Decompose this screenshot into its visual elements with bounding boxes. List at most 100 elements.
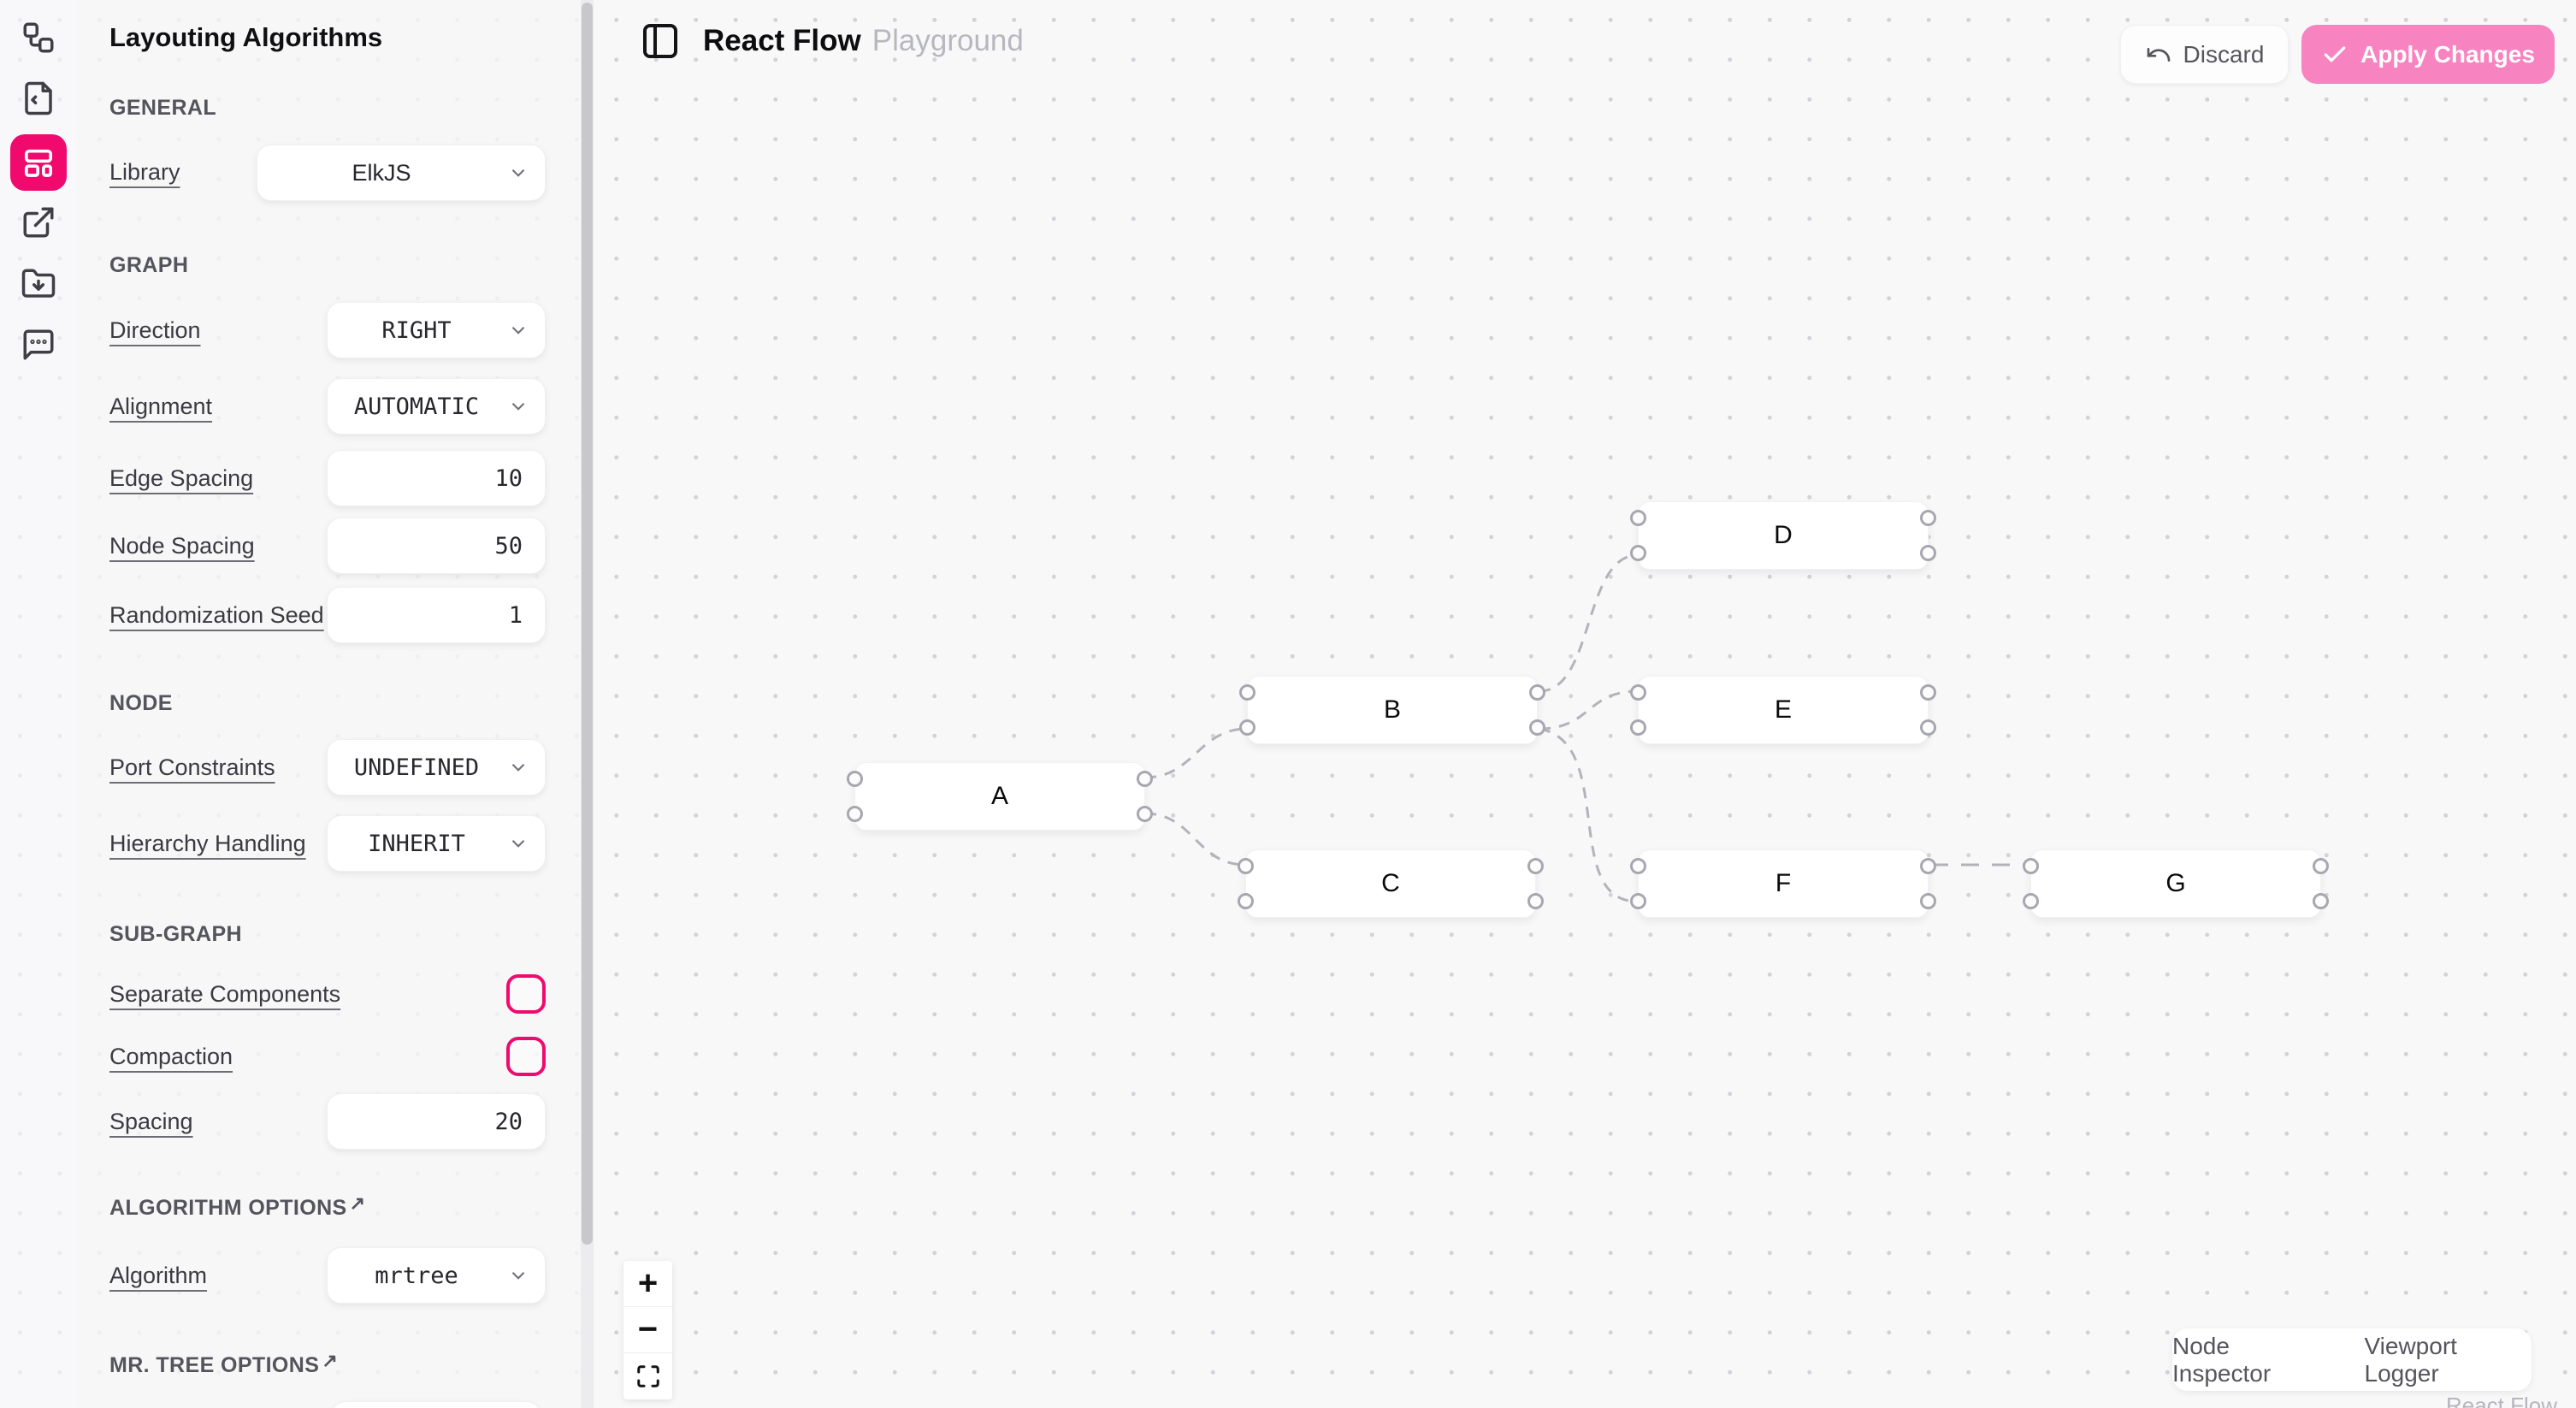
library-label: Library: [109, 159, 180, 185]
layout-panels-icon[interactable]: [10, 134, 67, 191]
chevron-down-icon: [511, 839, 525, 848]
randomization-seed-input[interactable]: [328, 588, 545, 642]
chevron-down-icon: [511, 763, 525, 772]
node-handle[interactable]: [1920, 893, 1936, 909]
hierarchy-handling-label[interactable]: Hierarchy Handling: [109, 831, 306, 856]
hierarchy-handling-select[interactable]: INHERIT: [327, 815, 546, 872]
port-constraints-select[interactable]: UNDEFINED: [327, 739, 546, 796]
fit-view-button[interactable]: [623, 1353, 672, 1399]
subgraph-spacing-input[interactable]: [328, 1094, 545, 1149]
canvas-controls: + −: [623, 1261, 672, 1399]
node-spacing-input[interactable]: [328, 518, 545, 573]
algorithm-label[interactable]: Algorithm: [109, 1263, 208, 1288]
separate-components-checkbox[interactable]: [506, 974, 546, 1014]
node-spacing-label[interactable]: Node Spacing: [109, 533, 255, 559]
edge-spacing-field: [327, 450, 546, 506]
node-handle[interactable]: [1137, 771, 1153, 787]
panel-toggle-icon[interactable]: [640, 21, 681, 62]
zoom-in-button[interactable]: +: [623, 1261, 672, 1307]
devtools-panel: Node Inspector Viewport Logger: [2172, 1328, 2532, 1391]
node-handle[interactable]: [1239, 684, 1256, 701]
check-icon: [2324, 45, 2346, 62]
viewport-logger-toggle[interactable]: Viewport Logger: [2364, 1332, 2457, 1387]
canvas-header: React Flow Playground: [640, 21, 1024, 62]
section-mrtree-options: MR. TREE OPTIONS↗: [109, 1350, 339, 1377]
chevron-down-icon: [511, 1271, 525, 1280]
message-dots-icon[interactable]: [20, 326, 57, 364]
node-A[interactable]: A: [847, 762, 1153, 831]
node-handle[interactable]: [1920, 684, 1936, 701]
app-title: React Flow: [703, 24, 861, 57]
node-handle[interactable]: [2023, 893, 2039, 909]
node-handle[interactable]: [2313, 893, 2329, 909]
discard-button[interactable]: Discard: [2120, 25, 2289, 84]
separate-components-label[interactable]: Separate Components: [109, 981, 341, 1007]
node-handle[interactable]: [1920, 719, 1936, 736]
node-handle[interactable]: [1238, 858, 1254, 874]
randomization-seed-label[interactable]: Randomization Seed: [109, 602, 324, 628]
node-handle[interactable]: [1529, 684, 1545, 701]
panel-scrollbar-thumb[interactable]: [582, 3, 593, 1245]
node-handle[interactable]: [1920, 545, 1936, 561]
edge-spacing-input[interactable]: [328, 451, 545, 506]
external-link-icon[interactable]: [20, 204, 57, 241]
app-subtitle: Playground: [871, 24, 1024, 57]
node-handle[interactable]: [1527, 893, 1544, 909]
node-handle[interactable]: [1630, 684, 1646, 701]
node-handle[interactable]: [847, 771, 863, 787]
node-handle[interactable]: [1527, 858, 1544, 874]
subgraph-spacing-field: [327, 1093, 546, 1150]
node-handle[interactable]: [1239, 719, 1256, 736]
node-handle[interactable]: [1630, 858, 1646, 874]
subgraph-spacing-label[interactable]: Spacing: [109, 1109, 193, 1134]
direction-label[interactable]: Direction: [109, 317, 201, 343]
node-handle[interactable]: [1238, 893, 1254, 909]
node-label: F: [1775, 869, 1792, 897]
compaction-label[interactable]: Compaction: [109, 1044, 233, 1069]
node-handle[interactable]: [1630, 719, 1646, 736]
library-select[interactable]: ElkJS: [257, 145, 546, 201]
node-handle[interactable]: [2023, 858, 2039, 874]
direction-select[interactable]: RIGHT: [327, 302, 546, 358]
section-node: NODE: [109, 691, 173, 715]
port-constraints-label[interactable]: Port Constraints: [109, 754, 275, 780]
apply-changes-button[interactable]: Apply Changes: [2301, 25, 2555, 84]
node-D[interactable]: D: [1630, 501, 1936, 570]
zoom-out-button[interactable]: −: [623, 1307, 672, 1353]
file-code-icon[interactable]: [20, 80, 57, 117]
external-link-arrow: ↗: [322, 1350, 339, 1371]
section-graph: GRAPH: [109, 253, 189, 277]
node-F[interactable]: F: [1630, 849, 1936, 918]
react-flow-attribution[interactable]: React Flow: [2445, 1393, 2557, 1408]
node-handle[interactable]: [1529, 719, 1545, 736]
node-handle[interactable]: [847, 806, 863, 822]
alignment-select[interactable]: AUTOMATIC: [327, 378, 546, 435]
node-handle[interactable]: [1920, 858, 1936, 874]
node-label: B: [1383, 695, 1401, 724]
workflow-icon[interactable]: [20, 19, 57, 56]
node-inspector-toggle[interactable]: Node Inspector: [2172, 1332, 2272, 1387]
node-handle[interactable]: [1630, 545, 1646, 561]
algorithm-select[interactable]: mrtree: [327, 1247, 546, 1304]
alignment-label[interactable]: Alignment: [109, 393, 213, 419]
node-handle[interactable]: [1137, 806, 1153, 822]
compaction-checkbox[interactable]: [506, 1037, 546, 1076]
edge-A-B: [1144, 727, 1248, 779]
node-handle[interactable]: [1630, 510, 1646, 526]
fit-view-icon: [636, 1365, 659, 1387]
node-label: D: [1774, 521, 1793, 549]
node-handle[interactable]: [2313, 858, 2329, 874]
node-B[interactable]: B: [1239, 676, 1545, 744]
node-handle[interactable]: [1920, 510, 1936, 526]
partially-visible-control[interactable]: [331, 1401, 541, 1408]
node-G[interactable]: G: [2023, 849, 2329, 918]
section-general: GENERAL: [109, 96, 217, 120]
edge-spacing-label[interactable]: Edge Spacing: [109, 465, 254, 491]
node-E[interactable]: E: [1630, 676, 1936, 744]
folder-download-icon[interactable]: [20, 265, 57, 303]
panel-title: Layouting Algorithms: [109, 22, 383, 52]
node-C[interactable]: C: [1238, 849, 1544, 918]
node-handle[interactable]: [1630, 893, 1646, 909]
panel-scrollbar-track[interactable]: [581, 0, 594, 1408]
chevron-down-icon: [511, 169, 525, 177]
